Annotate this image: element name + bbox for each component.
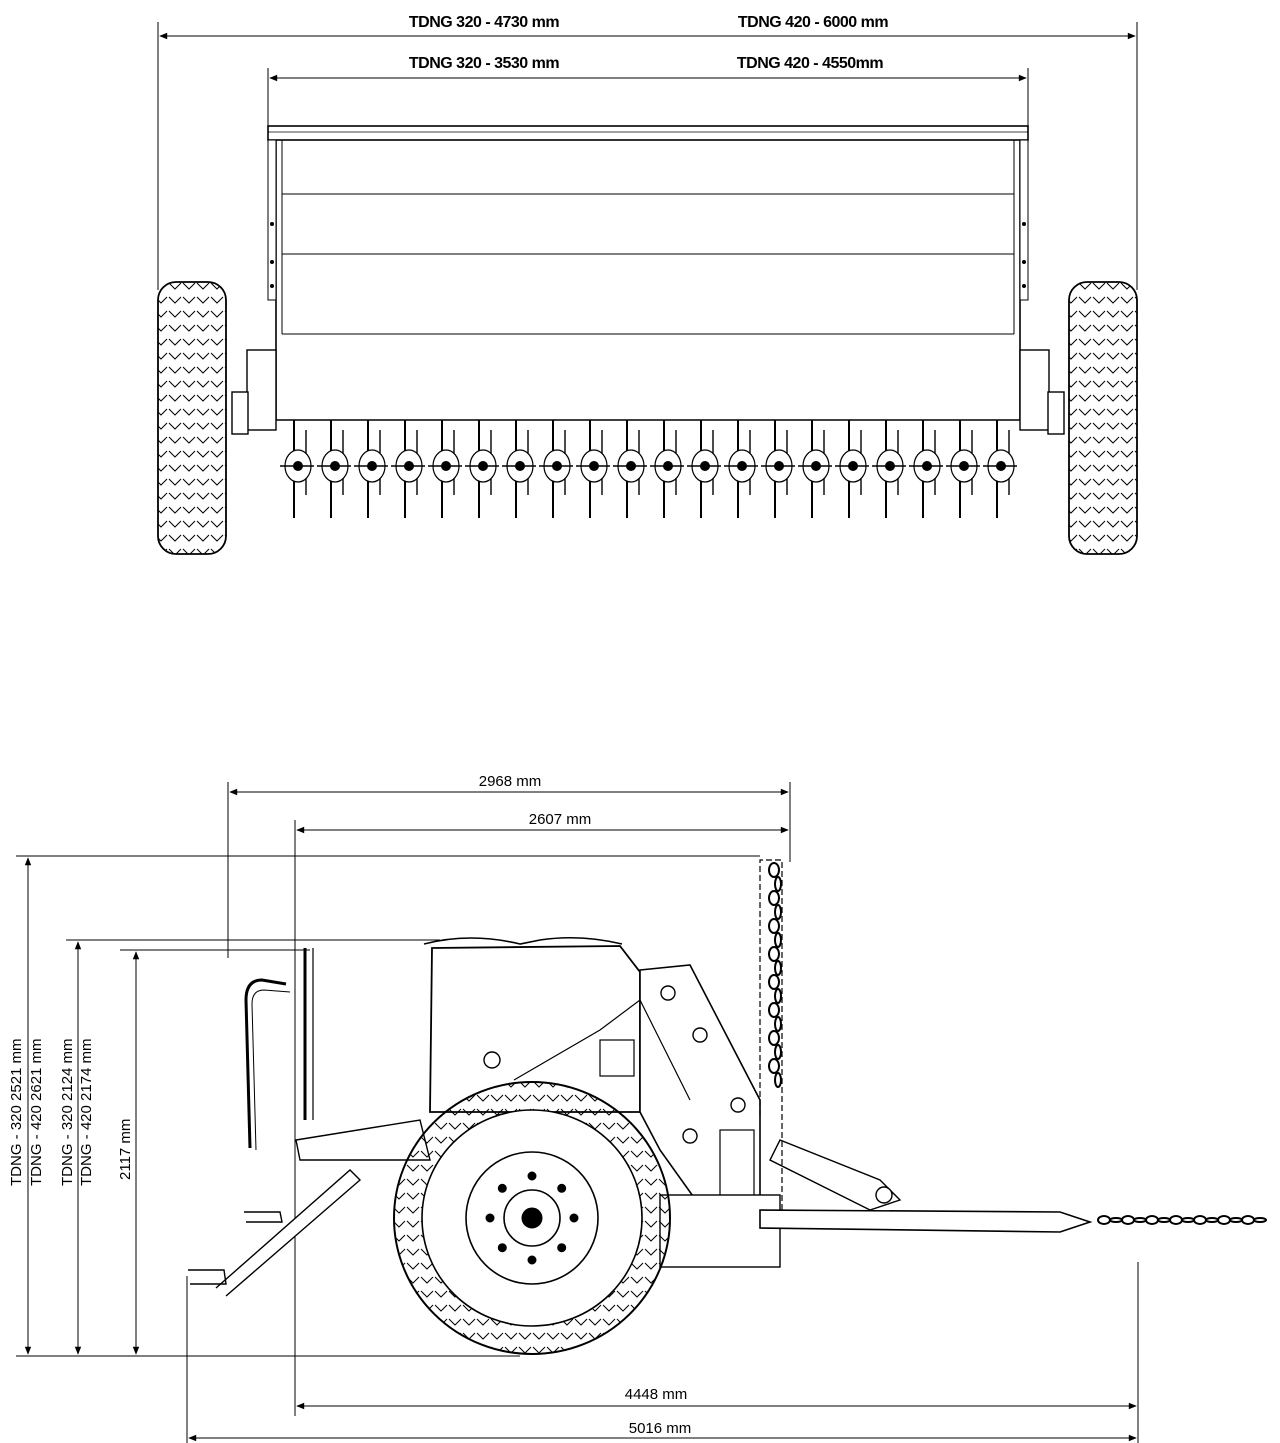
lug-nut <box>497 1183 507 1193</box>
chain-link <box>1121 1215 1135 1225</box>
coulter <box>872 420 906 518</box>
coulter <box>354 420 388 518</box>
coulter <box>613 420 647 518</box>
coulter <box>687 420 721 518</box>
lug-nut <box>527 1171 537 1181</box>
working-width-dimension: TDNG 320 - 3530 mm TDNG 420 - 4550mm <box>267 55 1029 126</box>
chain-link <box>1229 1217 1243 1223</box>
height-hopper-320: TDNG - 320 2124 mm <box>59 1038 76 1186</box>
chain-link <box>768 862 780 878</box>
chain-link <box>768 1058 780 1074</box>
working-width-tdng320: TDNG 320 - 3530 mm <box>409 55 559 72</box>
left-wheel-front <box>157 281 227 555</box>
chain-link <box>774 876 782 892</box>
lug-nut <box>497 1243 507 1253</box>
coulter <box>502 420 536 518</box>
chain-link <box>774 1016 782 1032</box>
coulter <box>391 420 425 518</box>
coulter <box>835 420 869 518</box>
chain-link <box>768 946 780 962</box>
coulter <box>724 420 758 518</box>
coulter <box>428 420 462 518</box>
chain-link <box>1205 1217 1219 1223</box>
chain-link <box>774 988 782 1004</box>
hitch-chain <box>768 862 782 1088</box>
coulter-row <box>280 420 1017 518</box>
chain-link <box>1097 1215 1111 1225</box>
right-wheel-front <box>1068 281 1138 555</box>
chain-link <box>1133 1217 1147 1223</box>
coulter <box>650 420 684 518</box>
coulter <box>465 420 499 518</box>
chain-link <box>768 890 780 906</box>
height-hopper-420: TDNG - 420 2174 mm <box>78 1038 95 1186</box>
chain-link <box>1193 1215 1207 1225</box>
dim-2607: 2607 mm <box>529 811 592 828</box>
seeder-side-body <box>188 859 1093 1355</box>
chain-link <box>774 960 782 976</box>
height-total-320: TDNG - 320 2521 mm <box>8 1038 25 1186</box>
lug-nut <box>527 1255 537 1265</box>
coulter <box>280 420 314 518</box>
coulter <box>983 420 1017 518</box>
chain-link <box>1157 1217 1171 1223</box>
lug-nut <box>557 1183 567 1193</box>
lug-nuts <box>485 1171 579 1265</box>
chain-link <box>1253 1217 1267 1223</box>
front-view: TDNG 320 - 4730 mm TDNG 420 - 6000 mm TD… <box>157 14 1138 555</box>
chain-link <box>1109 1217 1123 1223</box>
chain-link <box>1181 1217 1195 1223</box>
lug-nut <box>485 1213 495 1223</box>
chain-link <box>1241 1215 1255 1225</box>
overall-width-tdng320: TDNG 320 - 4730 mm <box>409 14 559 31</box>
chain-link <box>1217 1215 1231 1225</box>
chain-link <box>768 1030 780 1046</box>
side-wheel <box>393 1081 671 1355</box>
chain-link <box>774 1044 782 1060</box>
bottom-dimensions: 4448 mm 5016 mm <box>186 1262 1139 1443</box>
coulter <box>539 420 573 518</box>
chain-link <box>774 932 782 948</box>
side-view: 2968 mm 2607 mm TDNG - 320 2521 mm TDNG … <box>8 773 1267 1443</box>
height-wheel: 2117 mm <box>117 1119 134 1180</box>
chain-link <box>768 1002 780 1018</box>
lug-nut <box>557 1243 567 1253</box>
hopper-front <box>231 125 1065 435</box>
chain-link <box>768 918 780 934</box>
chain-link <box>768 974 780 990</box>
chain-link <box>774 1072 782 1088</box>
coulter <box>317 420 351 518</box>
chain-link <box>1145 1215 1159 1225</box>
coulter <box>761 420 795 518</box>
coulter <box>909 420 943 518</box>
top-dimensions: 2968 mm 2607 mm <box>227 773 791 1416</box>
working-width-tdng420: TDNG 420 - 4550mm <box>737 55 884 72</box>
overall-width-tdng420: TDNG 420 - 6000 mm <box>738 14 888 31</box>
chain-link <box>774 904 782 920</box>
overall-width-dimension: TDNG 320 - 4730 mm TDNG 420 - 6000 mm <box>157 14 1138 290</box>
dim-4448: 4448 mm <box>625 1386 688 1403</box>
height-total-420: TDNG - 420 2621 mm <box>28 1038 45 1186</box>
coulter <box>798 420 832 518</box>
chain-link <box>1169 1215 1183 1225</box>
height-dimensions: TDNG - 320 2521 mm TDNG - 420 2621 mm TD… <box>8 855 760 1357</box>
dim-2968: 2968 mm <box>479 773 542 790</box>
safety-chain <box>1097 1215 1267 1225</box>
dim-5016: 5016 mm <box>629 1420 692 1437</box>
coulter <box>946 420 980 518</box>
coulter <box>576 420 610 518</box>
lug-nut <box>569 1213 579 1223</box>
